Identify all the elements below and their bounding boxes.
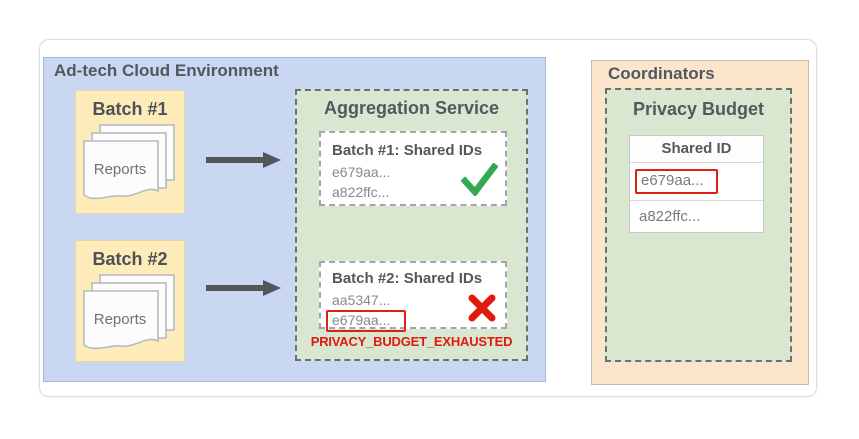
shared-id-value: a822ffc... — [639, 208, 701, 225]
flagged-shared-id: e679aa... — [326, 310, 407, 332]
privacy-budget-exhausted-error: PRIVACY_BUDGET_EXHAUSTED — [310, 334, 513, 349]
flagged-shared-id: e679aa... — [635, 169, 718, 194]
adtech-environment-title: Ad-tech Cloud Environment — [54, 61, 279, 80]
batch-2-result-title: Batch #2: Shared IDs — [332, 270, 483, 287]
document-stack-icon: Reports — [83, 274, 175, 350]
batch-2-box: Batch #2 Reports — [75, 240, 185, 362]
batch-2-title: Batch #2 — [92, 249, 168, 269]
shared-id-table-header: Shared ID — [630, 136, 763, 163]
batch-1-title: Batch #1 — [92, 99, 168, 119]
arrow-right-icon — [206, 152, 281, 168]
x-icon — [468, 294, 496, 322]
batch-1-result-box: Batch #1: Shared IDs e679aa... a822ffc..… — [319, 131, 507, 206]
document-stack-icon: Reports — [83, 124, 175, 200]
coordinators-title: Coordinators — [608, 64, 715, 83]
reports-label: Reports — [94, 161, 147, 178]
privacy-budget-title: Privacy Budget — [632, 99, 765, 119]
check-icon — [461, 163, 498, 196]
batch-2-result-box: Batch #2: Shared IDs aa5347... e679aa... — [319, 261, 507, 332]
reports-label: Reports — [94, 311, 147, 328]
shared-id-value: e679aa... — [332, 164, 391, 180]
arrow-right-icon — [206, 280, 281, 296]
aggregation-service-title: Aggregation Service — [323, 98, 500, 118]
batch-1-box: Batch #1 Reports — [75, 90, 185, 214]
shared-id-value: e679aa... — [641, 172, 704, 189]
table-row: a822ffc... — [630, 201, 763, 232]
shared-id-table: Shared ID e679aa... a822ffc... — [629, 135, 764, 233]
shared-id-value: a822ffc... — [332, 184, 390, 200]
shared-id-value: aa5347... — [332, 292, 391, 308]
table-row: e679aa... — [630, 163, 763, 201]
shared-id-value: e679aa... — [332, 312, 391, 328]
batch-1-result-title: Batch #1: Shared IDs — [332, 142, 483, 159]
